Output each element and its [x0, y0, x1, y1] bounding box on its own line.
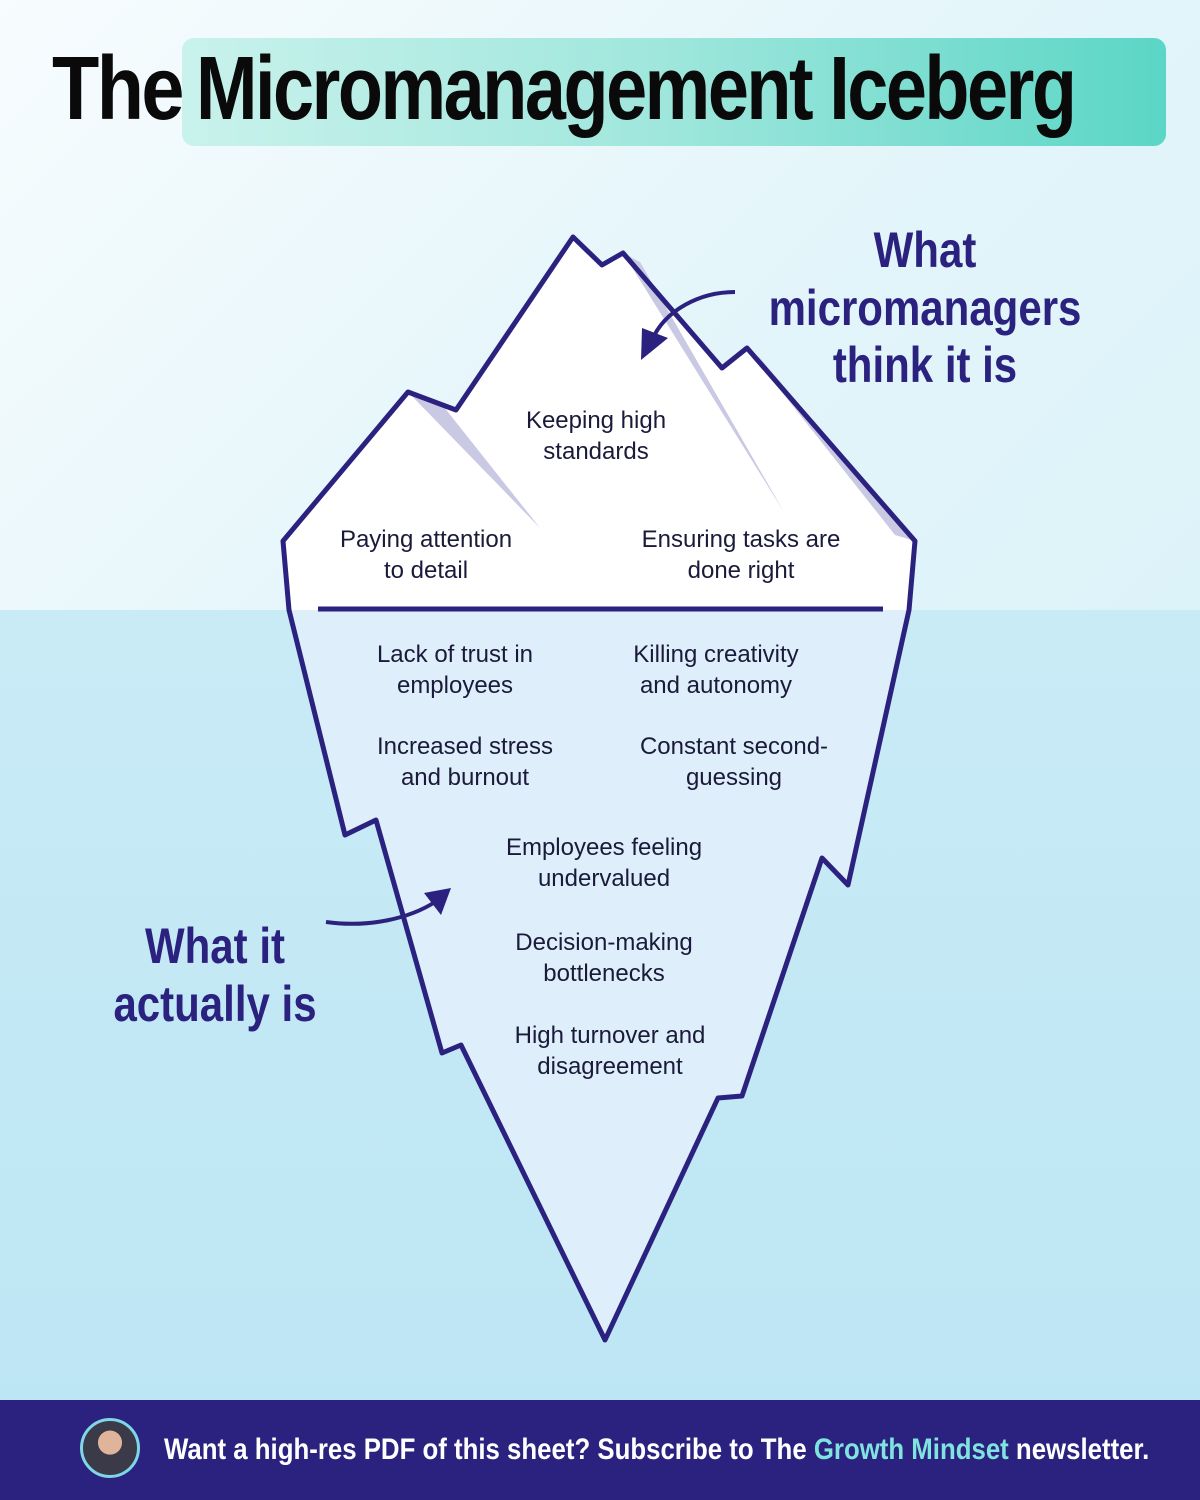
below-label-undervalued: Employees feeling undervalued: [469, 832, 739, 894]
label-line: and burnout: [400, 764, 530, 791]
iceberg-shade: [623, 253, 784, 512]
label-line: Ensuring tasks are: [641, 526, 841, 553]
label-line: High turnover and: [514, 1022, 706, 1049]
tip-label-detail: Paying attention to detail: [296, 524, 556, 586]
callout-bottom-line-2: actually is: [113, 975, 317, 1032]
label-line: done right: [687, 557, 795, 584]
below-label-creativity: Killing creativity and autonomy: [596, 639, 836, 701]
page-title: The Micromanagement Iceberg: [0, 0, 1200, 170]
arrow-bottom-head: [424, 888, 451, 915]
label-line: standards: [543, 438, 649, 465]
footer-cta[interactable]: Want a high-res PDF of this sheet? Subsc…: [164, 1430, 1149, 1470]
label-line: Keeping high: [525, 407, 667, 434]
label-line: undervalued: [537, 865, 671, 892]
footer-banner[interactable]: Want a high-res PDF of this sheet? Subsc…: [0, 1400, 1200, 1500]
label-line: and autonomy: [639, 672, 793, 699]
newsletter-link[interactable]: Growth Mindset: [813, 1433, 1009, 1466]
below-label-trust: Lack of trust in employees: [335, 639, 575, 701]
iceberg-outline: [280, 234, 918, 1343]
author-avatar: [80, 1418, 140, 1478]
below-label-turnover: High turnover and disagreement: [475, 1020, 745, 1082]
below-label-second-guessing: Constant second- guessing: [600, 731, 868, 793]
label-line: disagreement: [537, 1053, 683, 1080]
callout-top-line-2: think it is: [832, 337, 1018, 393]
callout-top-line-1: What micromanagers: [768, 222, 1082, 336]
arrow-bottom: [325, 900, 437, 926]
iceberg-shade: [408, 392, 540, 528]
label-line: bottlenecks: [543, 960, 665, 987]
title-prefix: The: [52, 39, 184, 139]
callout-bottom-line-1: What it: [145, 918, 285, 974]
footer-text-before: Want a high-res PDF of this sheet? Subsc…: [164, 1433, 814, 1466]
title-highlight-box: [182, 38, 1166, 146]
below-label-stress: Increased stress and burnout: [340, 731, 590, 793]
label-line: to detail: [383, 557, 469, 584]
arrow-top-head: [641, 328, 668, 360]
tip-label-tasks: Ensuring tasks are done right: [601, 524, 881, 586]
label-line: Constant second-: [639, 733, 829, 760]
tip-label-standards: Keeping high standards: [476, 405, 716, 467]
footer-text-after: newsletter.: [1008, 1433, 1150, 1466]
callout-what-it-is: What it actually is: [102, 918, 329, 1033]
arrow-top: [650, 290, 736, 341]
label-line: Killing creativity: [633, 641, 799, 668]
label-line: employees: [396, 672, 514, 699]
callout-what-they-think: What micromanagers think it is: [728, 222, 1123, 395]
label-line: guessing: [685, 764, 783, 791]
iceberg-underwater-body: [289, 610, 909, 1340]
title-highlight: Micromanagement Iceberg: [196, 39, 1077, 139]
label-line: Lack of trust in: [376, 641, 534, 668]
label-line: Employees feeling: [505, 834, 703, 861]
iceberg-tip-body: [283, 237, 915, 610]
label-line: Increased stress: [376, 733, 554, 760]
label-line: Decision-making: [515, 929, 693, 956]
below-label-bottlenecks: Decision-making bottlenecks: [474, 927, 734, 989]
label-line: Paying attention: [339, 526, 513, 553]
